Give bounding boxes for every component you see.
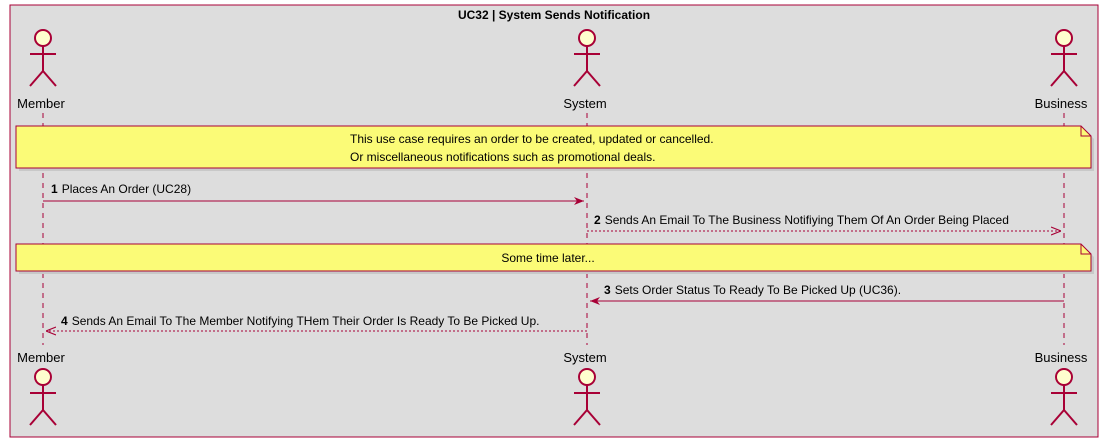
actor-label-system: System (563, 96, 606, 111)
actor-label-business: Business (1035, 350, 1088, 365)
message-label: Places An Order (UC28) (62, 182, 191, 196)
actor-figure-icon (29, 368, 57, 426)
diagram-frame (9, 4, 1099, 438)
message-text: 2 Sends An Email To The Business Notifiyi… (594, 213, 1009, 227)
message-3: 3 Sets Order Status To Ready To Be Picked… (590, 283, 1064, 305)
diagram-title: UC32 | System Sends Notification (458, 8, 650, 22)
actor-business-top: Business (1035, 29, 1088, 111)
actor-figure-icon (29, 29, 57, 87)
note-requirement-line-2: Or miscellaneous notifications such as p… (350, 150, 655, 164)
message-label: Sends An Email To The Business Notifiyin… (605, 213, 1009, 227)
actor-figure-icon (573, 368, 601, 426)
message-number: 2 (594, 213, 601, 227)
note-requirement-line-1: This use case requires an order to be cr… (350, 132, 714, 146)
actor-business-bottom: Business (1035, 350, 1088, 426)
actor-figure-icon (1050, 29, 1078, 87)
actor-system-bottom: System (563, 350, 607, 426)
actor-label-system: System (563, 350, 606, 365)
actor-label-business: Business (1035, 96, 1088, 111)
message-number: 4 (61, 314, 68, 328)
message-1: 1 Places An Order (UC28) (43, 182, 584, 205)
note-requirement: This use case requires an order to be cr… (15, 125, 1094, 171)
message-text: 4 Sends An Email To The Member Notifying … (61, 314, 539, 328)
message-text: 3 Sets Order Status To Ready To Be Picked… (604, 283, 901, 297)
note-delay: Some time later... (15, 243, 1094, 274)
actor-member-bottom: Member (17, 350, 66, 426)
note-delay-text: Some time later... (501, 251, 594, 265)
message-number: 3 (604, 283, 611, 297)
message-label: Sends An Email To The Member Notifying T… (72, 314, 540, 328)
actor-label-member: Member (17, 96, 65, 111)
message-label: Sets Order Status To Ready To Be Picked … (615, 283, 901, 297)
message-4: 4 Sends An Email To The Member Notifying … (46, 314, 587, 331)
message-2: 2 Sends An Email To The Business Notifiyi… (587, 213, 1061, 231)
actor-figure-icon (573, 29, 601, 87)
message-text: 1 Places An Order (UC28) (51, 182, 191, 196)
actor-member-top: Member (17, 29, 66, 111)
actor-figure-icon (1050, 368, 1078, 426)
message-number: 1 (51, 182, 58, 196)
actor-system-top: System (563, 29, 607, 111)
actor-label-member: Member (17, 350, 65, 365)
